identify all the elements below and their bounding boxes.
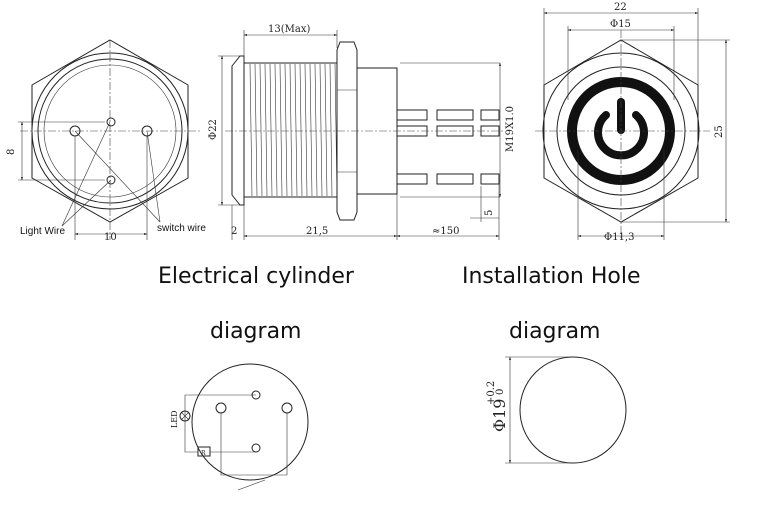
hole-tol-lower: 0 — [495, 389, 506, 395]
top-dim-outer: Φ15 — [610, 19, 631, 30]
wiring-led-cross-2 — [180, 411, 190, 421]
front-pin-bottom — [106, 175, 116, 185]
wire-3 — [436, 173, 474, 185]
thread-line — [259, 63, 263, 197]
thread-line — [269, 63, 273, 197]
wire-1 — [436, 109, 474, 121]
wire-end-3 — [480, 173, 500, 185]
thread-line — [289, 63, 293, 197]
thread-line — [304, 63, 308, 197]
switch-wire-label: switch wire — [157, 223, 206, 234]
hole-circle — [519, 356, 627, 464]
terminal-3 — [396, 173, 428, 185]
wiring-resistor-label: R — [201, 450, 206, 457]
wiring-resistor — [197, 446, 211, 457]
light-wire-leader-1 — [61, 121, 111, 227]
wiring-switch-wire — [220, 413, 288, 476]
wiring-pin-right — [281, 402, 293, 414]
thread-line — [264, 63, 268, 197]
thread-line — [279, 63, 283, 197]
wiring-led-symbol — [179, 410, 191, 422]
side-threads — [249, 63, 338, 197]
wiring-pin-bottom — [251, 443, 261, 453]
side-terminals — [396, 109, 500, 185]
thread-line — [319, 63, 323, 197]
thread-line — [299, 63, 303, 197]
front-dim-10: 10 — [104, 232, 117, 243]
thread-line — [329, 63, 333, 197]
side-dim-pin: 5 — [484, 210, 495, 216]
side-dim-max: 13(Max) — [268, 24, 310, 35]
wiring-cylinder — [191, 363, 309, 481]
switch-wire-leader-1 — [74, 130, 161, 223]
front-view: 8 10 Light Wire switch wire — [6, 39, 206, 243]
light-wire-leader-2 — [61, 179, 112, 227]
top-view: 22 Φ15 25 Φ11,3 — [535, 2, 730, 243]
side-flange — [231, 55, 245, 206]
wiring-pin-left — [215, 402, 227, 414]
thread-line — [284, 63, 288, 197]
wiring-diagram: LED R — [170, 363, 309, 491]
thread-line — [249, 63, 253, 197]
hole-caption-line1: Installation Hole — [462, 264, 641, 289]
thread-line — [294, 63, 298, 197]
installation-hole: Φ19 +0.2 0 — [486, 356, 627, 464]
top-dim-hex: 22 — [614, 2, 627, 13]
thread-line — [314, 63, 318, 197]
front-pin-top — [106, 117, 116, 127]
wiring-led-wire — [184, 394, 256, 453]
top-dim-inner: Φ11,3 — [604, 232, 634, 243]
wiring-switch-lever — [237, 479, 266, 491]
thread-line — [309, 63, 313, 197]
terminal-1 — [396, 109, 428, 121]
side-nut — [336, 41, 358, 221]
thread-line — [254, 63, 258, 197]
thread-line — [324, 63, 328, 197]
side-dim-wire: ≈150 — [432, 226, 459, 237]
front-dim-8: 8 — [6, 149, 17, 155]
hole-tol-upper: +0.2 — [486, 381, 497, 405]
side-dim-flange: 2 — [231, 226, 237, 237]
electrical-caption-line1: Electrical cylinder — [158, 264, 355, 289]
light-wire-label: Light Wire — [20, 226, 65, 237]
hole-dim: Φ19 — [490, 399, 509, 432]
side-dim-thread: M19X1.0 — [505, 106, 516, 152]
side-dim-body: 21,5 — [306, 226, 328, 237]
top-dim-height: 25 — [714, 125, 725, 138]
wiring-led-label: LED — [170, 410, 179, 428]
electrical-caption-line2: diagram — [210, 319, 301, 344]
side-view: 13(Max) Φ22 M19X1.0 2 21,5 ≈150 5 — [208, 24, 516, 240]
switch-wire-leader-2 — [146, 130, 161, 223]
side-dim-dia: Φ22 — [208, 119, 219, 140]
hole-caption-line2: diagram — [509, 319, 600, 344]
wire-end-1 — [480, 109, 500, 121]
thread-line — [274, 63, 278, 197]
